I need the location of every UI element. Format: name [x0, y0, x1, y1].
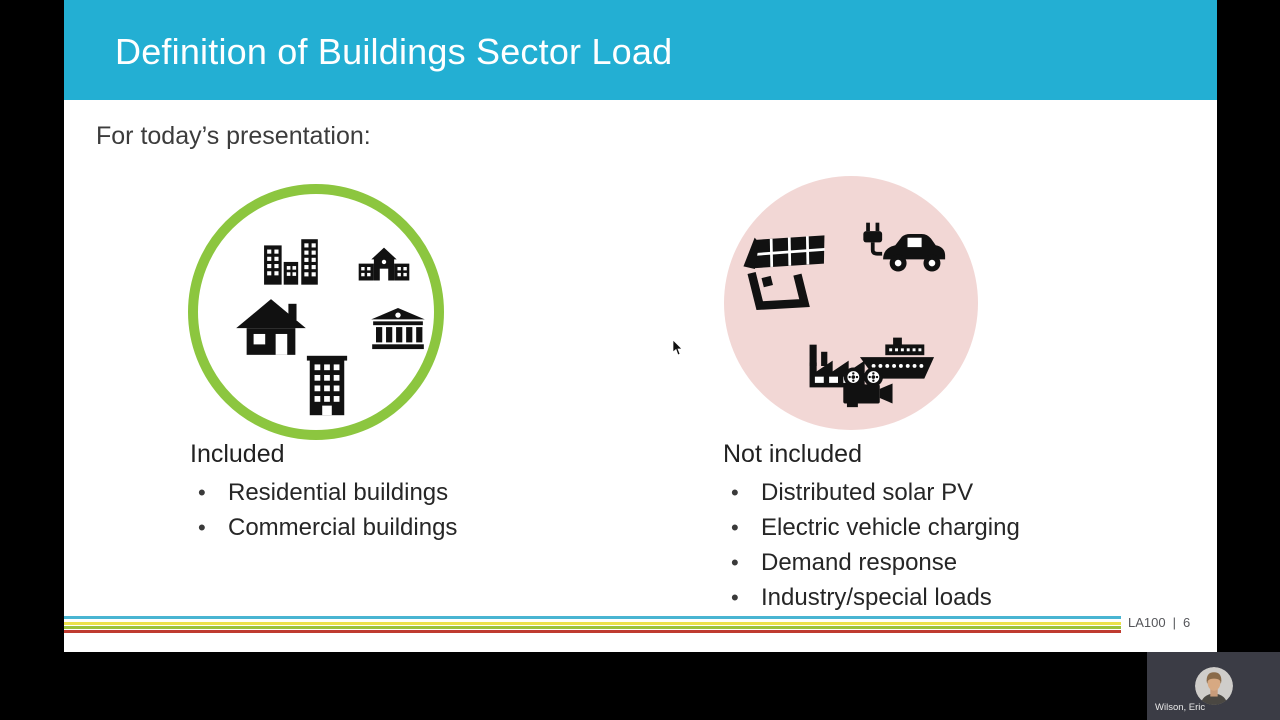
list-item: Commercial buildings: [190, 510, 457, 545]
list-item: Industry/special loads: [723, 580, 1020, 615]
stripe-red: [64, 630, 1121, 633]
solar-house-icon: [735, 222, 840, 317]
intro-text: For today’s presentation:: [96, 122, 371, 150]
city-buildings-icon: [262, 232, 324, 296]
included-list: Residential buildings Commercial buildin…: [190, 475, 457, 545]
list-item: Demand response: [723, 545, 1020, 580]
slide-header: Definition of Buildings Sector Load: [64, 0, 1217, 100]
movie-camera-icon: [836, 366, 898, 410]
not-included-circle: [724, 176, 978, 430]
list-item: Residential buildings: [190, 475, 457, 510]
electric-car-icon: [853, 220, 947, 278]
slide: Definition of Buildings Sector Load For …: [64, 0, 1217, 652]
bank-icon: [367, 307, 429, 351]
stripe-green: [64, 626, 1121, 629]
stripe-blue: [64, 616, 1121, 619]
not-included-list: Distributed solar PV Electric vehicle ch…: [723, 475, 1020, 615]
included-heading: Included: [190, 440, 285, 468]
participant-name: Wilson, Eric: [1155, 702, 1206, 713]
included-circle: [188, 184, 444, 440]
list-item: Distributed solar PV: [723, 475, 1020, 510]
not-included-section: Not included Distributed solar PV Electr…: [723, 440, 1020, 615]
page-number: 6: [1182, 615, 1191, 630]
footer-separator: |: [1172, 615, 1176, 630]
school-icon: [357, 243, 411, 291]
slide-footer: LA100 | 6: [1128, 615, 1190, 630]
included-section: Included Residential buildings Commercia…: [190, 440, 457, 545]
house-icon: [232, 298, 310, 356]
footer-stripes: [64, 616, 1121, 633]
mouse-cursor-icon: [672, 340, 683, 356]
not-included-heading: Not included: [723, 440, 862, 468]
slide-title: Definition of Buildings Sector Load: [115, 31, 673, 72]
avatar: [1195, 667, 1233, 705]
list-item: Electric vehicle charging: [723, 510, 1020, 545]
apartment-building-icon: [304, 352, 350, 419]
footer-label: LA100: [1128, 615, 1166, 630]
stripe-yellow: [64, 622, 1121, 625]
webcam-tile[interactable]: Wilson, Eric: [1147, 652, 1280, 720]
